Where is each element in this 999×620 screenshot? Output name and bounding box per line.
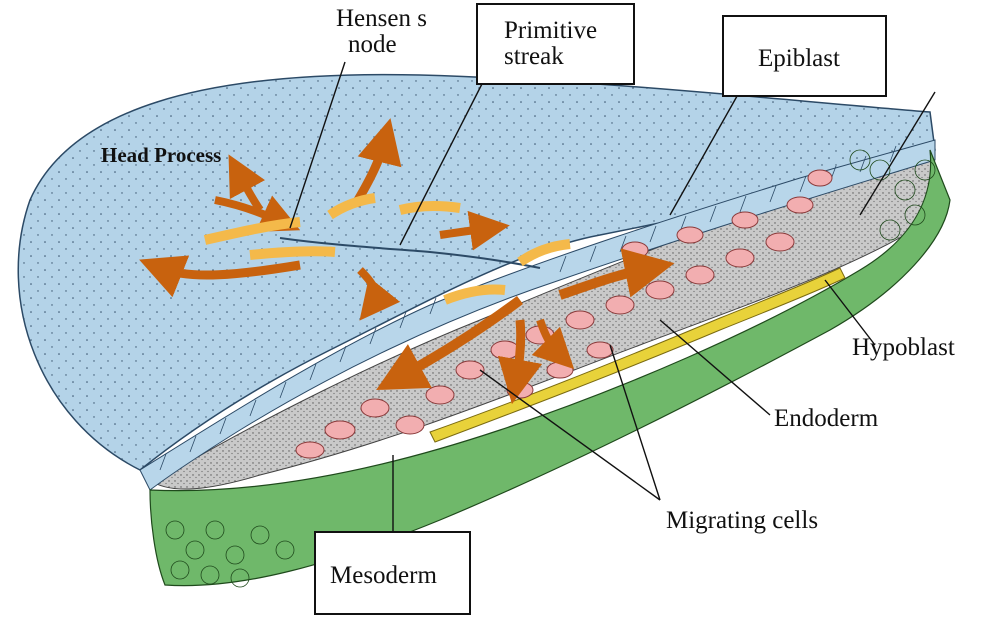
label-primitive-streak-2: streak [504, 43, 564, 70]
arrow-light-4 [400, 206, 460, 210]
arrow-light-2 [250, 251, 335, 255]
label-head-process: Head Process [101, 143, 221, 167]
label-migrating-cells: Migrating cells [666, 507, 818, 534]
label-primitive-streak-1: Primitive [504, 17, 597, 44]
label-hensens-node-2: node [348, 31, 397, 58]
arrow-migrate-down [516, 320, 521, 382]
label-epiblast: Epiblast [758, 45, 840, 72]
label-mesoderm: Mesoderm [330, 562, 437, 589]
label-hypoblast: Hypoblast [852, 334, 955, 361]
label-endoderm: Endoderm [774, 405, 879, 432]
label-hensens-node-1: Hensen s [336, 5, 427, 32]
